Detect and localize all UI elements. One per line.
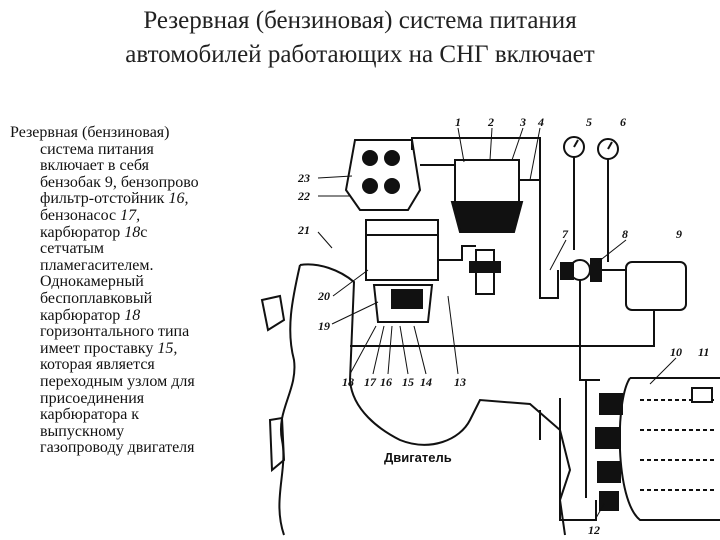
body-ref-16: 16, xyxy=(168,190,189,208)
body-text: бензонасос xyxy=(40,206,121,224)
body-paragraph: Резервная (бензиновая) система питания в… xyxy=(10,124,260,457)
callout-20: 20 xyxy=(317,289,330,303)
callout-1: 1 xyxy=(455,115,461,129)
body-line: карбюратор 18 xyxy=(10,306,260,325)
fuel-system-diagram: 1 2 3 4 5 6 7 8 9 10 11 12 13 14 15 16 1… xyxy=(260,115,720,537)
body-ref-15: 15, xyxy=(157,339,178,357)
callout-16: 16 xyxy=(380,375,392,389)
callout-7: 7 xyxy=(562,227,569,241)
fuel-lines xyxy=(350,137,655,521)
reducer-assembly xyxy=(450,159,524,295)
body-ref-18: 18 xyxy=(124,306,141,324)
callout-13: 13 xyxy=(454,375,466,389)
body-line: фильтр-отстойник 16, xyxy=(10,191,260,208)
fuel-tank xyxy=(625,261,687,330)
body-line: Резервная (бензиновая) xyxy=(10,124,170,141)
valve-8 xyxy=(560,258,602,282)
body-line: беспоплавковый xyxy=(40,289,153,307)
body-line: которая является xyxy=(40,356,155,374)
body-text: карбюратор xyxy=(40,306,125,324)
title-line-2: автомобилей работающих на СНГ включает xyxy=(125,41,595,68)
callout-11: 11 xyxy=(698,345,709,359)
callout-21: 21 xyxy=(297,223,310,237)
slide-title: Резервная (бензиновая) система питания а… xyxy=(0,4,720,72)
callout-22: 22 xyxy=(297,189,310,203)
body-line: карбюратора к xyxy=(40,406,140,424)
callout-9: 9 xyxy=(676,227,682,241)
callout-19: 19 xyxy=(318,319,330,333)
callout-6: 6 xyxy=(620,115,626,129)
callout-12: 12 xyxy=(588,523,600,537)
title-line-1: Резервная (бензиновая) система питания xyxy=(143,7,577,34)
body-line: выпускному xyxy=(40,422,125,440)
mixer-assembly xyxy=(344,139,439,323)
callout-2: 2 xyxy=(487,115,494,129)
gas-cylinder xyxy=(595,377,720,521)
callout-5: 5 xyxy=(586,115,592,129)
callout-4: 4 xyxy=(537,115,544,129)
body-line: горизонтального типа xyxy=(40,323,190,341)
body-ref-18: 18 xyxy=(124,223,141,241)
body-line: система питания xyxy=(40,140,154,158)
callout-8: 8 xyxy=(622,227,628,241)
body-ref-17: 17, xyxy=(120,206,141,224)
body-text: карбюратор xyxy=(40,223,125,241)
callout-3: 3 xyxy=(519,115,526,129)
body-line: сетчатым xyxy=(40,240,104,258)
callout-14: 14 xyxy=(420,375,432,389)
body-line: бензобак 9, бензопрово xyxy=(40,173,199,191)
callout-23: 23 xyxy=(297,171,310,185)
callout-15: 15 xyxy=(402,375,414,389)
engine-label: Двигатель xyxy=(384,450,452,465)
callout-17: 17 xyxy=(364,375,377,389)
body-line: бензонасос 17, xyxy=(10,206,260,225)
body-text: с xyxy=(140,223,148,241)
callout-leaders xyxy=(317,127,677,519)
body-text: фильтр-отстойник xyxy=(40,190,169,208)
engine-outline xyxy=(260,263,572,536)
callout-18: 18 xyxy=(342,375,354,389)
body-line: карбюратор 18с xyxy=(10,223,260,242)
body-line: присоединения xyxy=(40,389,145,407)
body-line: газопроводу двигателя xyxy=(40,439,195,457)
callout-10: 10 xyxy=(670,345,682,359)
pressure-gauges xyxy=(563,136,619,160)
body-text: имеет проставку xyxy=(40,339,158,357)
body-line: переходным узлом для xyxy=(40,372,195,390)
body-line: Однокамерный xyxy=(40,273,144,291)
body-line: пламегасителем. xyxy=(40,256,154,274)
body-line: имеет проставку 15, xyxy=(10,339,260,358)
body-line: включает в себя xyxy=(40,157,149,175)
